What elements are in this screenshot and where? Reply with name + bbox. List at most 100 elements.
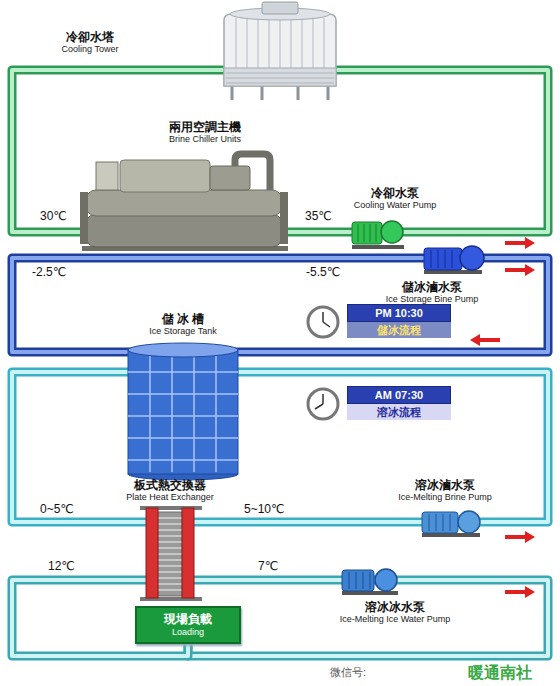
tank-body [128, 350, 238, 474]
chiller-discharge-pipe [235, 154, 270, 190]
pipe-connector [235, 522, 375, 523]
temperature-label: 5~10℃ [244, 502, 285, 516]
pipe-connector [300, 258, 362, 259]
pipe-core [235, 520, 375, 524]
chiller-evaporator [86, 190, 282, 216]
node-subtitle: Brine Chiller Units [169, 134, 241, 145]
pipe-core [248, 258, 548, 352]
text-group: 溶冰冰水泵Ice-Melting Ice Water Pump [322, 600, 468, 625]
chiller-unit: 兩用空調主機Brine Chiller Units [70, 120, 300, 264]
exchanger-end-plate [182, 508, 194, 598]
temperature-label: -2.5℃ [32, 265, 66, 279]
chiller-motor [210, 166, 250, 190]
ice-storage-tank: 儲 冰 槽Ice Storage Tank [118, 312, 248, 480]
tower-leg [232, 86, 328, 100]
node-subtitle: Cooling Tower [62, 44, 119, 55]
pump-volute [375, 569, 397, 591]
text-group: AM 07:30溶冰流程 [347, 386, 453, 420]
node-subtitle: 儲冰流程 [347, 322, 451, 338]
brine-pump: 儲冰滷水泵Ice Storage Bine Pump [362, 238, 502, 306]
pipe-core [300, 256, 362, 260]
node-subtitle: 溶冰流程 [347, 404, 451, 420]
pipe-outline [235, 576, 322, 585]
pipe-connector [12, 258, 118, 352]
node-subtitle: Ice Storage Tank [149, 326, 216, 337]
text-group: 儲 冰 槽Ice Storage Tank [118, 312, 248, 337]
tower-body [224, 14, 336, 86]
node-subtitle: Loading [172, 627, 204, 638]
node-subtitle: Plate Heat Exchanger [126, 492, 214, 503]
text-group: 儲冰滷水泵Ice Storage Bine Pump [362, 280, 502, 305]
motor-ribs [431, 250, 452, 268]
pipe-connector [248, 372, 548, 522]
text-group: 溶冰滷水泵Ice-Melting Brine Pump [375, 478, 515, 503]
heat-exchanger: 板式熱交換器Plate Heat Exchanger [105, 476, 235, 602]
pipe-outline [12, 258, 118, 352]
pump-base [342, 591, 398, 595]
node-subtitle: Ice-Melting Ice Water Pump [340, 614, 451, 625]
tank-top [128, 343, 238, 357]
temperature-label: 35℃ [305, 209, 332, 223]
exchanger-end-plate [146, 508, 158, 598]
exchanger-plate-lines [158, 518, 182, 590]
chiller-compressor [120, 160, 210, 192]
node-title: 冷卻水泵 [371, 186, 419, 200]
node-title: 儲冰滷水泵 [402, 280, 462, 294]
pipe-outline [248, 372, 548, 522]
pipe-outline [300, 228, 338, 237]
pipe-connector [235, 580, 322, 581]
text-group: 冷卻水泵Cooling Water Pump [338, 186, 452, 211]
pump-base [422, 533, 480, 537]
text-group: PM 10:30儲冰流程 [347, 304, 453, 338]
tank-grid [128, 356, 238, 472]
pipe-outline [235, 518, 375, 527]
text-group: 現場負載Loading [137, 608, 239, 642]
pump-volute [458, 511, 480, 533]
pump-base [352, 245, 404, 249]
tower-fan [262, 2, 298, 14]
node-subtitle: Cooling Water Pump [354, 200, 437, 211]
chiller-end-cap [80, 192, 88, 244]
exchanger-plates [158, 512, 182, 596]
node-title: 溶冰冰水泵 [365, 600, 425, 614]
cooling-tower: 冷卻水塔Cooling Tower [215, 2, 345, 102]
tower-louver-lines [226, 73, 334, 83]
clock-icon [308, 389, 338, 419]
temperature-label: 0~5℃ [40, 502, 74, 516]
pipe-outline [300, 254, 362, 263]
pump-motor [424, 248, 462, 270]
node-title: 兩用空調主機 [169, 120, 241, 134]
tower-louver [224, 68, 336, 86]
ice-water-pump: 溶冰冰水泵Ice-Melting Ice Water Pump [322, 562, 468, 624]
chiller-panel [96, 162, 118, 190]
loading-box: 現場負載Loading [135, 606, 241, 644]
text-group: 冷卻水塔Cooling Tower [20, 30, 160, 55]
cooling-water-pump: 冷卻水泵Cooling Water Pump [338, 186, 452, 252]
flow-arrow [505, 531, 535, 543]
pipe-outline [345, 70, 548, 232]
chiller-end-cap [280, 192, 288, 244]
node-title: 冷卻水塔 [66, 30, 114, 44]
time-panel: AM 07:30溶冰流程 [305, 384, 455, 424]
temperature-label: -5.5℃ [306, 265, 340, 279]
pipe-core [12, 372, 118, 522]
pump-volute [381, 221, 403, 243]
node-title: 溶冰滷水泵 [415, 478, 475, 492]
pipe-connector [12, 372, 118, 522]
pipe-connector [248, 258, 548, 352]
node-title: 儲 冰 槽 [162, 312, 205, 326]
clock-hands [315, 394, 323, 409]
time-panel: PM 10:30儲冰流程 [305, 302, 455, 342]
pump-volute [460, 246, 484, 270]
watermark: 暖通南社 [468, 664, 532, 682]
node-title: 板式熱交換器 [134, 478, 206, 492]
motor-ribs [429, 514, 450, 531]
pipe-core [235, 578, 322, 582]
pipe-core [12, 258, 118, 352]
pipe-stub [70, 256, 300, 260]
pipe-stub [70, 254, 300, 263]
node-title: 現場負載 [164, 612, 212, 627]
pipe-connector [300, 232, 338, 233]
